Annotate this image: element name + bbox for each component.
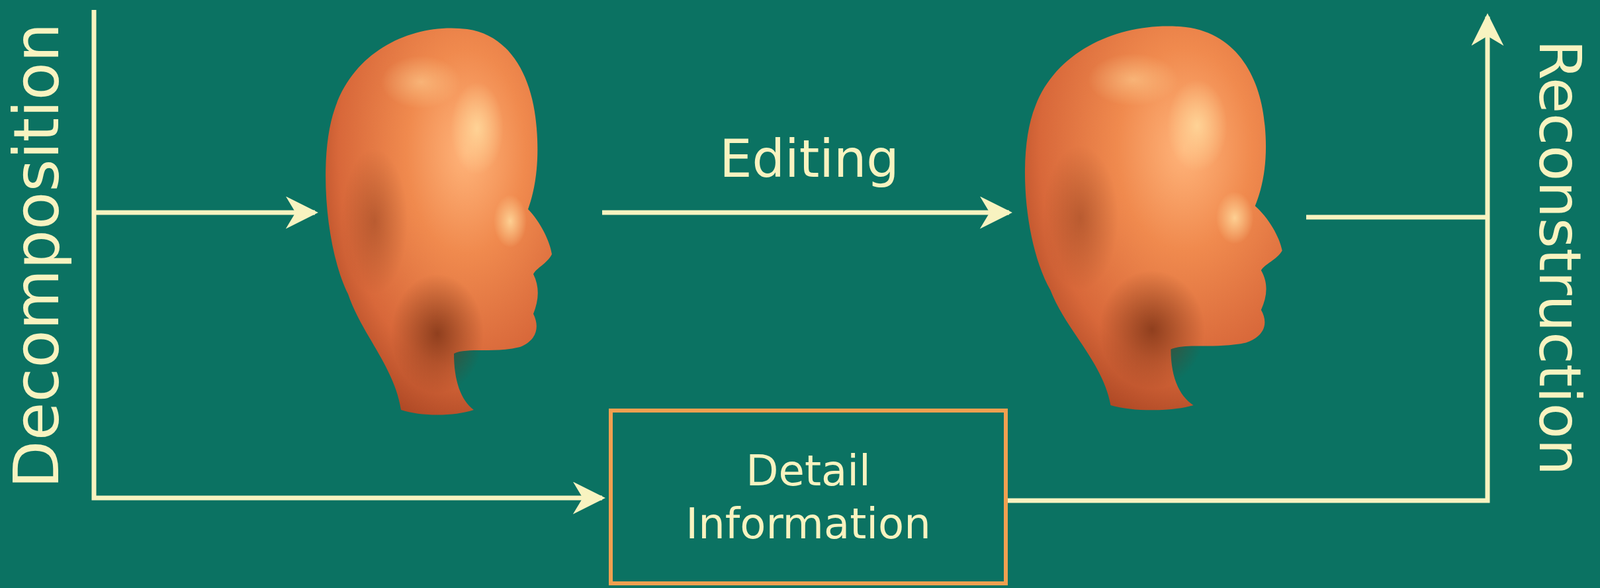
step-label: Editing xyxy=(719,133,900,185)
edited-head-illustration xyxy=(1024,25,1283,410)
stage-label: Decomposition xyxy=(5,22,69,488)
box-text: Detail Information xyxy=(653,444,965,550)
stage-label: Reconstruction xyxy=(1530,39,1589,476)
head-illustration xyxy=(325,28,552,415)
flow-lines xyxy=(93,9,1488,501)
detail-box: Detail Information xyxy=(608,408,1008,585)
